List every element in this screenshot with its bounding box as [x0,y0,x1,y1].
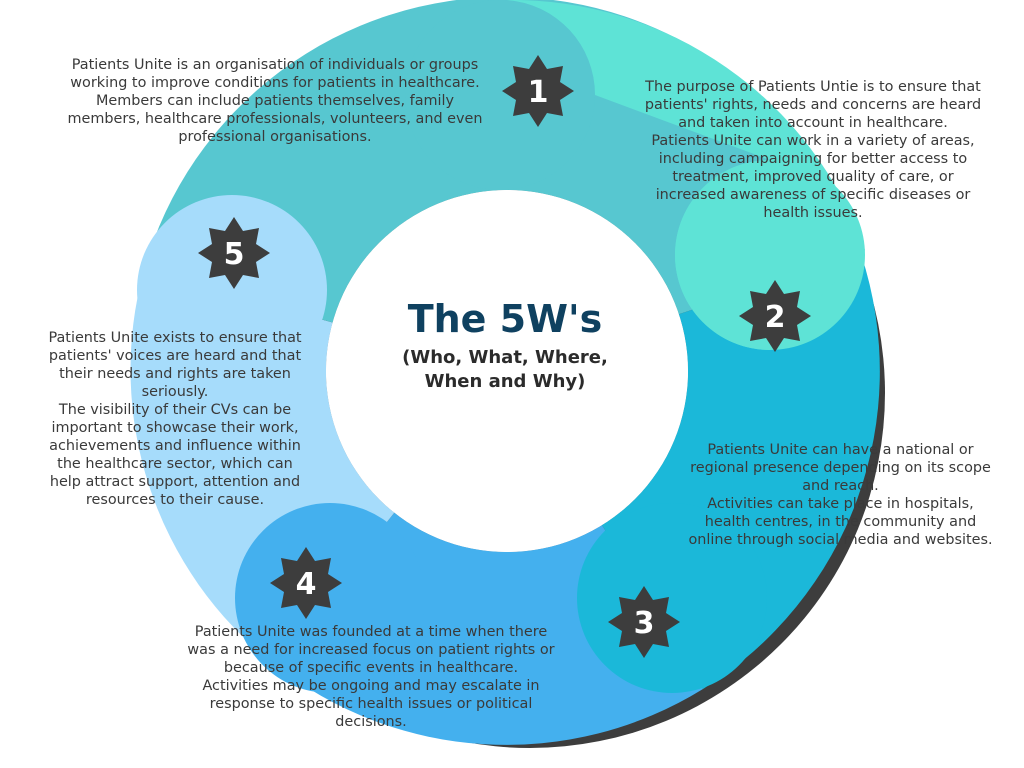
badge-4: 4 [270,547,342,619]
diagram-subtitle: (Who, What, Where, When and Why) [402,347,608,392]
badge-4-number: 4 [296,567,317,602]
badge-2-number: 2 [765,300,786,335]
segment-5-text: Patients Unite exists to ensure that pat… [48,330,302,508]
segment-1-lobe [405,0,595,190]
badge-1: 1 [502,55,574,127]
badge-2: 2 [739,280,811,352]
segment-3-text: Patients Unite can have a national or re… [688,442,993,548]
badge-2-star [739,280,811,352]
segment-5-lobe [137,195,327,385]
segment-4-text: Patients Unite was founded at a time whe… [187,624,555,730]
badge-5-number: 5 [224,237,245,272]
diagram-title: The 5W's [407,297,603,341]
segment-2-wedge-upper [507,0,865,350]
center-circle [326,190,688,552]
segment-4-lobe [235,503,425,693]
segment-2-text: The purpose of Patients Untie is to ensu… [644,79,982,221]
badge-4-star [270,547,342,619]
badge-3-star [608,586,680,658]
badge-3: 3 [608,586,680,658]
badge-3-number: 3 [634,606,655,641]
badge-1-star [502,55,574,127]
badge-1-number: 1 [528,75,549,110]
badge-5: 5 [198,217,270,289]
badge-5-star [198,217,270,289]
segment-1-text: Patients Unite is an organisation of ind… [67,57,483,145]
